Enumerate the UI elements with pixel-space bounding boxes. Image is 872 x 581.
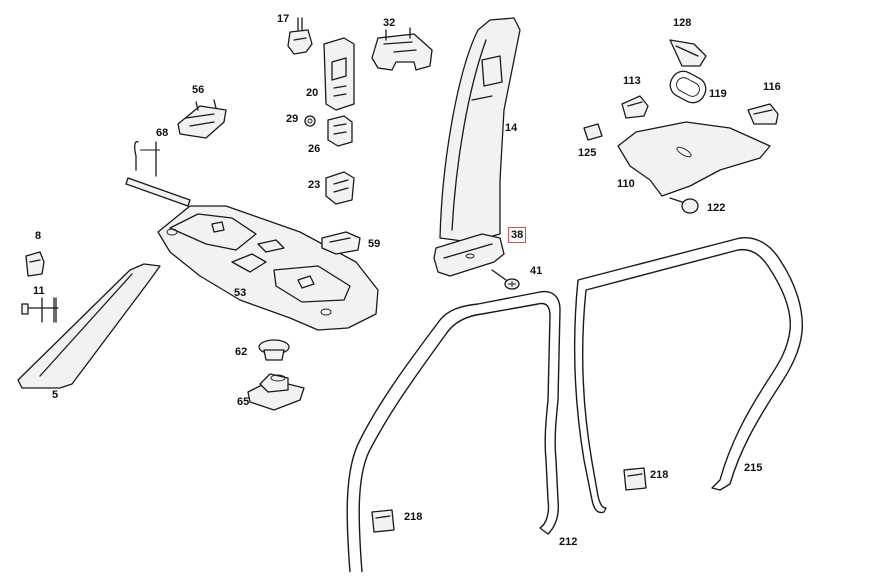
callout-11[interactable]: 11 bbox=[33, 285, 45, 297]
part-62-plug bbox=[258, 339, 290, 361]
callout-14[interactable]: 14 bbox=[505, 122, 518, 134]
callout-8[interactable]: 8 bbox=[35, 230, 42, 242]
part-41-screw bbox=[491, 269, 520, 290]
callout-113[interactable]: 113 bbox=[623, 75, 641, 87]
callout-56[interactable]: 56 bbox=[192, 84, 205, 96]
callout-68[interactable]: 68 bbox=[156, 127, 169, 139]
callout-26[interactable]: 26 bbox=[308, 143, 321, 155]
callout-218-left[interactable]: 218 bbox=[404, 511, 423, 523]
callout-62[interactable]: 62 bbox=[235, 346, 248, 358]
part-122-pin bbox=[669, 197, 699, 214]
callout-122[interactable]: 122 bbox=[707, 202, 726, 214]
callout-65[interactable]: 65 bbox=[237, 396, 250, 408]
callout-38-highlighted[interactable]: 38 bbox=[508, 227, 527, 243]
part-218-clip-b bbox=[371, 509, 395, 533]
callout-59[interactable]: 59 bbox=[368, 238, 381, 250]
part-53-headliner bbox=[157, 205, 379, 331]
part-65-grommet bbox=[247, 373, 305, 411]
part-212-front-door-seal bbox=[346, 290, 561, 573]
part-215-rear-door-seal bbox=[573, 237, 803, 514]
part-38-pillar-cap bbox=[433, 233, 505, 277]
part-116-clip bbox=[747, 103, 779, 125]
part-20-clip bbox=[323, 37, 355, 111]
part-26-clip bbox=[327, 115, 353, 147]
callout-5[interactable]: 5 bbox=[52, 389, 59, 401]
part-23-clip bbox=[325, 171, 355, 205]
part-68-rod bbox=[125, 141, 191, 207]
callout-212[interactable]: 212 bbox=[559, 536, 578, 548]
callout-20[interactable]: 20 bbox=[306, 87, 319, 99]
callout-29[interactable]: 29 bbox=[286, 113, 299, 125]
part-128-cover bbox=[669, 39, 707, 67]
part-56-clip bbox=[177, 99, 227, 139]
part-32-bracket bbox=[371, 27, 433, 71]
part-29-fastener bbox=[304, 115, 316, 127]
callout-218-right[interactable]: 218 bbox=[650, 469, 669, 481]
callout-128[interactable]: 128 bbox=[673, 17, 692, 29]
part-218-clip-a bbox=[623, 467, 647, 491]
part-5-pillar-trim bbox=[17, 263, 161, 389]
callout-41[interactable]: 41 bbox=[530, 265, 543, 277]
part-11-fastener bbox=[21, 297, 59, 323]
callout-17[interactable]: 17 bbox=[277, 13, 290, 25]
callout-53[interactable]: 53 bbox=[234, 287, 247, 299]
part-110-panel bbox=[617, 121, 771, 197]
part-125-clip bbox=[583, 123, 603, 141]
part-119-ring bbox=[669, 70, 707, 104]
callout-32[interactable]: 32 bbox=[383, 17, 396, 29]
callout-119[interactable]: 119 bbox=[709, 88, 727, 100]
callout-125[interactable]: 125 bbox=[578, 147, 597, 159]
callout-215[interactable]: 215 bbox=[744, 462, 763, 474]
callout-116[interactable]: 116 bbox=[763, 81, 781, 93]
part-113-clip bbox=[621, 95, 649, 119]
callout-23[interactable]: 23 bbox=[308, 179, 321, 191]
part-17-clip bbox=[287, 17, 313, 55]
part-14-b-pillar bbox=[439, 17, 521, 243]
callout-110[interactable]: 110 bbox=[617, 178, 635, 190]
part-59-clip bbox=[321, 231, 361, 255]
part-8-clip bbox=[25, 251, 45, 277]
